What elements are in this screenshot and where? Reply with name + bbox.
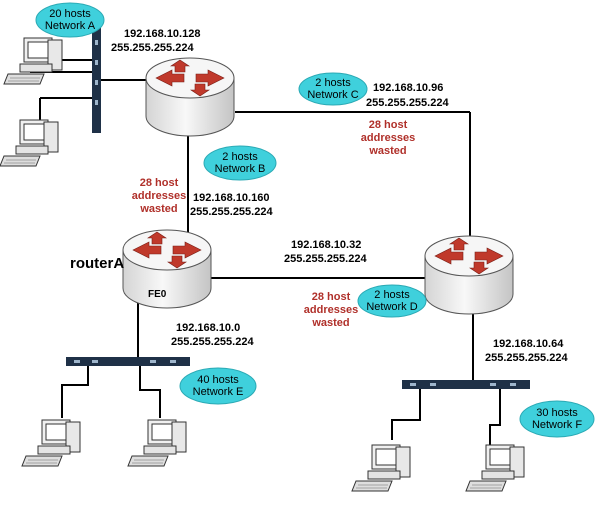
network-a-hosts: 20 hosts bbox=[49, 8, 91, 20]
svg-text:wasted: wasted bbox=[139, 203, 177, 215]
network-c-mask: 255.255.255.224 bbox=[366, 97, 449, 109]
computer-icon bbox=[21, 419, 81, 467]
network-b-ip: 192.168.10.160 bbox=[193, 192, 269, 204]
network-e-hosts: 40 hosts bbox=[197, 374, 239, 386]
network-c-hosts: 2 hosts bbox=[315, 77, 351, 89]
network-e-name: Network E bbox=[193, 386, 244, 398]
network-d-ip: 192.168.10.32 bbox=[291, 239, 361, 251]
network-c-name: Network C bbox=[307, 89, 358, 101]
computer-icon bbox=[351, 444, 411, 492]
switch-a-ports bbox=[95, 40, 98, 105]
network-a-ip: 192.168.10.128 bbox=[124, 28, 200, 40]
network-d-name: Network D bbox=[366, 301, 417, 313]
svg-text:28 host: 28 host bbox=[140, 177, 179, 189]
switch-f-ports bbox=[410, 383, 516, 386]
network-d-mask: 255.255.255.224 bbox=[284, 253, 367, 265]
svg-text:wasted: wasted bbox=[368, 145, 406, 157]
network-b-cloud: 2 hosts Network B bbox=[203, 145, 277, 181]
network-e-cloud: 40 hosts Network E bbox=[179, 367, 257, 405]
network-e-ip: 192.168.10.0 bbox=[176, 322, 240, 334]
network-a-name: Network A bbox=[45, 20, 96, 32]
switch-f bbox=[402, 380, 530, 389]
router-a-interface: FE0 bbox=[148, 289, 167, 300]
computer-icon bbox=[3, 37, 63, 85]
svg-text:28 host: 28 host bbox=[312, 291, 351, 303]
network-c-cloud: 2 hosts Network C bbox=[298, 72, 368, 106]
lan-cables bbox=[61, 366, 501, 445]
svg-text:addresses: addresses bbox=[361, 132, 415, 144]
wasted-note-c: 28 host addresses wasted bbox=[361, 119, 415, 157]
computer-icon bbox=[0, 119, 59, 167]
network-b-hosts: 2 hosts bbox=[222, 151, 258, 163]
network-a-mask: 255.255.255.224 bbox=[111, 42, 194, 54]
network-a-cloud: 20 hosts Network A bbox=[35, 2, 105, 38]
network-f-ip: 192.168.10.64 bbox=[493, 338, 564, 350]
svg-text:addresses: addresses bbox=[132, 190, 186, 202]
wasted-note-d: 28 host addresses wasted bbox=[304, 291, 358, 329]
network-f-name: Network F bbox=[532, 419, 582, 431]
router-top-icon bbox=[145, 57, 235, 137]
network-b-mask: 255.255.255.224 bbox=[190, 206, 273, 218]
wasted-note-b: 28 host addresses wasted bbox=[132, 177, 186, 215]
network-d-cloud: 2 hosts Network D bbox=[357, 284, 427, 318]
network-f-hosts: 30 hosts bbox=[536, 407, 578, 419]
network-c-ip: 192.168.10.96 bbox=[373, 82, 443, 94]
switch-e bbox=[66, 357, 190, 366]
switch-e-ports bbox=[74, 360, 176, 363]
network-b-name: Network B bbox=[215, 163, 266, 175]
network-f-mask: 255.255.255.224 bbox=[485, 352, 568, 364]
svg-text:28 host: 28 host bbox=[369, 119, 408, 131]
computer-icon bbox=[127, 419, 187, 467]
svg-text:wasted: wasted bbox=[311, 317, 349, 329]
link-lines bbox=[96, 79, 474, 383]
router-right-icon bbox=[424, 235, 514, 315]
network-e-mask: 255.255.255.224 bbox=[171, 336, 254, 348]
network-f-cloud: 30 hosts Network F bbox=[519, 400, 595, 438]
router-a-label: routerA bbox=[70, 255, 124, 272]
svg-text:addresses: addresses bbox=[304, 304, 358, 316]
computer-icon bbox=[465, 444, 525, 492]
network-d-hosts: 2 hosts bbox=[374, 289, 410, 301]
router-a-icon bbox=[122, 229, 212, 309]
